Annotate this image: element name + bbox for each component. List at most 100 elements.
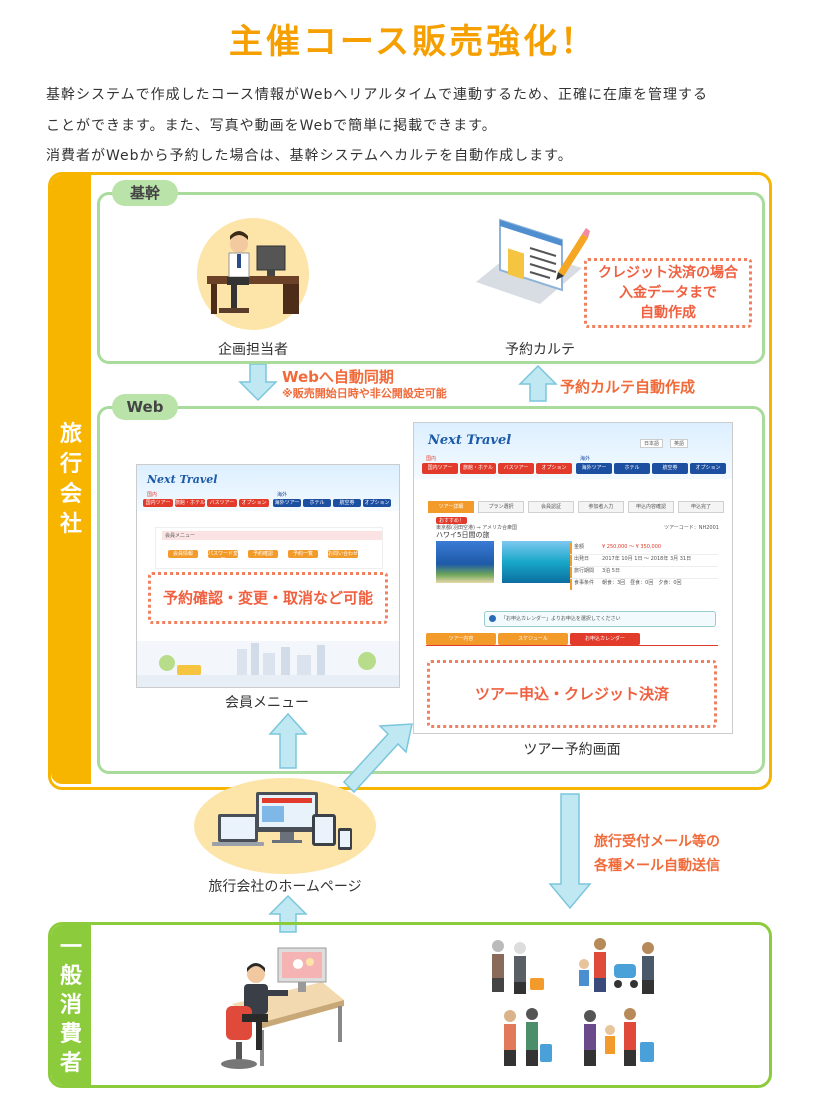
mock-nav-item[interactable]: 海外ツアー <box>576 463 612 474</box>
mock-route: 東京都(羽田空港) ⇒ アメリカ合衆国 <box>436 525 518 531</box>
document-pencil-icon <box>476 218 590 304</box>
mock-detail-row: 金額 ¥ 250,000 〜 ¥ 350,000 <box>570 543 718 555</box>
mock-tab[interactable]: スケジュール <box>498 633 568 645</box>
mail-note: 旅行受付メール等の 各種メール自動送信 <box>594 830 720 878</box>
mock-nav-domestic: 国内ツアー 旅館・ホテル バスツアー オプション <box>422 463 572 474</box>
mock-lang-en[interactable]: 英語 <box>670 439 689 448</box>
consumer-at-pc-illustration <box>221 947 344 1069</box>
elderly-couple-icon <box>492 940 544 994</box>
mock-nav-item[interactable]: オプション <box>363 499 391 507</box>
mock-nav-item[interactable]: オプション <box>690 463 726 474</box>
consumer-to-homepage-arrow-icon <box>268 894 308 933</box>
mock-member-button[interactable]: 会員情報 <box>168 550 198 558</box>
mock-step: 会員認証 <box>528 501 574 513</box>
intro-line-1: 基幹システムで作成したコース情報がWebへリアルタイムで連動するため、正確に在庫… <box>46 87 708 103</box>
homepage-to-tour-arrow-icon <box>342 723 413 794</box>
mock-nav-item[interactable]: 航空券 <box>652 463 688 474</box>
mock-member-button[interactable]: 予約一覧 <box>288 550 318 558</box>
mock-badge: おすすめ！ <box>436 517 468 524</box>
mock-nav-item[interactable]: ホテル <box>614 463 650 474</box>
mock-member-button[interactable]: お問い合わせ <box>328 550 359 558</box>
mail-note-line-1: 旅行受付メール等の <box>594 834 720 850</box>
member-menu-screenshot: Next Travel 国内 海外 国内ツアー 旅館・ホテル バスツアー オプシ… <box>136 464 400 688</box>
office-worker-icon <box>207 231 299 314</box>
intro-line-3: 消費者がWebから予約した場合は、基幹システムへカルテを自動作成します。 <box>46 148 573 164</box>
mock-detail-label: 金額 <box>570 543 602 554</box>
mock-nav-item[interactable]: 国内ツアー <box>422 463 458 474</box>
mock-overseas-label: 海外 <box>580 456 591 462</box>
sync-down-label: Webへ自動同期 <box>282 368 394 386</box>
mock-member-menu-title: 会員メニュー <box>162 531 382 540</box>
page-title: 主催コース販売強化！ <box>228 22 598 62</box>
families-illustration <box>492 938 654 1066</box>
mock-member-buttons: 会員情報 パスワード変更 予約確認 予約一覧 お問い合わせ <box>168 550 359 564</box>
homepage-devices-illustration <box>194 778 376 874</box>
side-label-char: 一 <box>59 935 82 960</box>
mock-nav-item[interactable]: バスツアー <box>498 463 534 474</box>
mock-nav-domestic: 国内ツアー 旅館・ホテル バスツアー オプション <box>143 499 269 507</box>
mock-nav-item[interactable]: 国内ツアー <box>143 499 173 507</box>
mock-logo: Next Travel <box>428 433 512 448</box>
travel-agency-section <box>48 172 772 790</box>
mock-tour-details: 金額 ¥ 250,000 〜 ¥ 350,000 出発日 2017年 10月 1… <box>570 543 718 590</box>
mock-detail-value: 3泊 5日 <box>602 568 620 574</box>
mock-member-button[interactable]: パスワード変更 <box>208 550 239 564</box>
mock-nav-item[interactable]: 旅館・ホテル <box>460 463 496 474</box>
mock-photo-sea <box>502 541 572 583</box>
member-note-box: 予約確認・変更・取消など可能 <box>148 572 388 624</box>
family-with-stroller-icon <box>579 938 654 994</box>
mock-detail-row: 食事条件 朝食：3回 昼食：0回 夕食：0回 <box>570 579 718 590</box>
family-with-suitcases-icon <box>584 1008 654 1066</box>
homepage-caption: 旅行会社のホームページ <box>208 879 362 895</box>
mock-detail-label: 旅行期間 <box>570 567 602 578</box>
travelers-with-luggage-icon <box>504 1008 552 1066</box>
mock-step: プラン選択 <box>478 501 524 513</box>
mock-tabs: ツアー内容 スケジュール お申込カレンダー <box>426 633 640 645</box>
tour-reservation-screenshot: Next Travel 日本語 英語 国内 海外 国内ツアー 旅館・ホテル バス… <box>413 422 733 734</box>
tour-caption: ツアー予約画面 <box>523 742 621 758</box>
credit-note-line-3: 自動作成 <box>640 305 696 321</box>
web-pill: Web <box>112 394 178 420</box>
mock-member-button[interactable]: 予約確認 <box>248 550 278 558</box>
mock-nav-overseas: 海外ツアー ホテル 航空券 オプション <box>273 499 391 507</box>
mock-notice: 「お申込カレンダー」よりお申込を選択してください <box>484 611 716 627</box>
mock-member-panel: 会員メニュー 会員情報 パスワード変更 予約確認 予約一覧 お問い合わせ <box>155 527 383 569</box>
mock-lang-ja[interactable]: 日本語 <box>640 439 664 448</box>
side-label-char: 旅 <box>59 422 82 447</box>
info-icon <box>489 615 496 622</box>
tour-note-box: ツアー申込・クレジット決済 <box>427 660 717 728</box>
mock-nav-item[interactable]: ホテル <box>303 499 331 507</box>
member-caption: 会員メニュー <box>225 695 309 711</box>
mock-overseas-label: 海外 <box>277 492 288 498</box>
mock-tab[interactable]: お申込カレンダー <box>570 633 640 645</box>
planner-illustration <box>197 218 309 330</box>
side-label-char: 者 <box>59 1051 82 1076</box>
mock-detail-value: 2017年 10月 1日 〜 2018年 3月 31日 <box>602 556 692 562</box>
mock-nav-item[interactable]: オプション <box>536 463 572 474</box>
mock-nav-item[interactable]: 旅館・ホテル <box>175 499 206 507</box>
mock-notice-text: 「お申込カレンダー」よりお申込を選択してください <box>501 616 621 622</box>
mock-tour-code: ツアーコード：NH2001 <box>664 525 719 531</box>
mock-detail-row: 旅行期間 3泊 5日 <box>570 567 718 579</box>
consumer-label-bar: 一般消費者 <box>51 925 91 1085</box>
mock-nav-item[interactable]: 海外ツアー <box>273 499 301 507</box>
credit-note-box: クレジット決済の場合 入金データまで 自動作成 <box>584 258 752 328</box>
credit-note-line-1: クレジット決済の場合 <box>598 265 738 281</box>
mock-nav-item[interactable]: 航空券 <box>333 499 361 507</box>
mock-nav-item[interactable]: バスツアー <box>207 499 237 507</box>
karte-illustration <box>470 212 590 312</box>
mock-photo-city <box>436 541 494 583</box>
kikan-pill: 基幹 <box>112 180 178 206</box>
mock-step: 申込内容確認 <box>628 501 674 513</box>
mock-nav-overseas: 海外ツアー ホテル 航空券 オプション <box>576 463 726 474</box>
travel-agency-label-bar: 旅行会社 <box>51 175 91 784</box>
side-label-char: 社 <box>59 512 82 537</box>
sync-up-arrow-icon <box>518 364 558 402</box>
mock-tab[interactable]: ツアー内容 <box>426 633 496 645</box>
mock-detail-label: 出発日 <box>570 555 602 566</box>
mock-tour-name: ハワイ5日間の旅 <box>436 531 490 539</box>
sync-down-sublabel: ※販売開始日時や非公開設定可能 <box>282 387 447 400</box>
mock-step: 参加者入力 <box>578 501 624 513</box>
mock-nav-item[interactable]: オプション <box>239 499 269 507</box>
mock-step: 申込完了 <box>678 501 724 513</box>
